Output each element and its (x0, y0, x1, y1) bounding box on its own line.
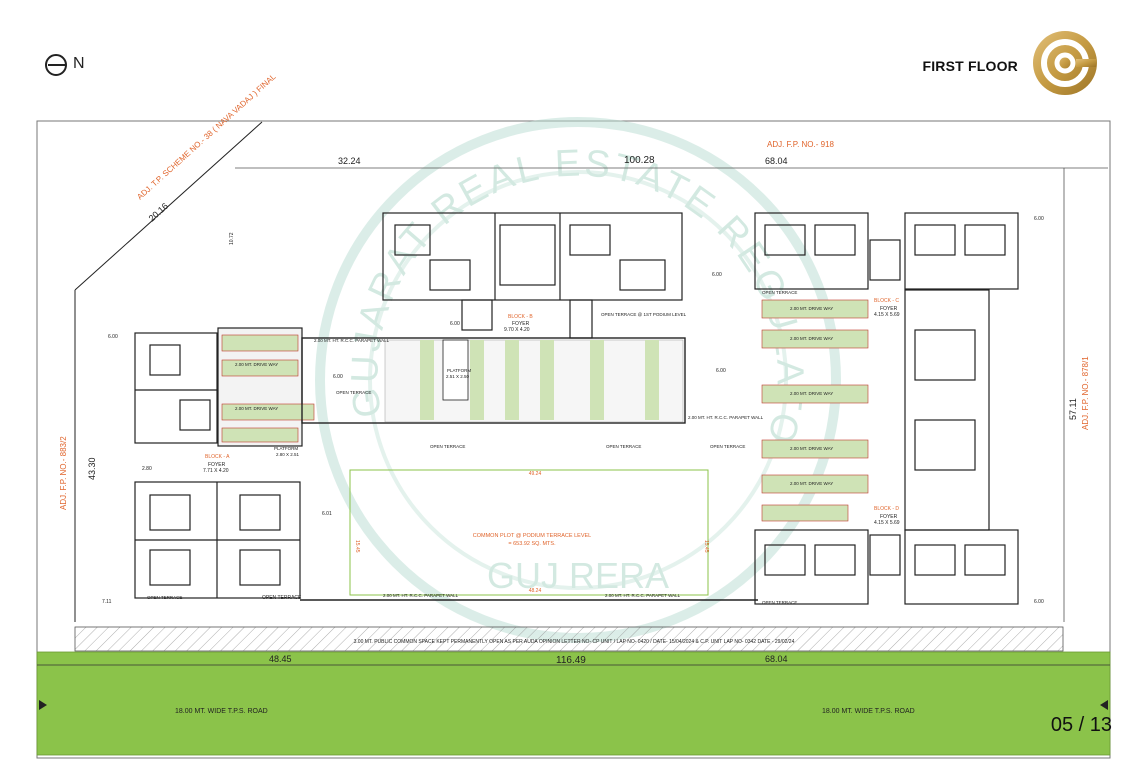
parapet-wall-label: 2.00 MT. HT. R.C.C. PARAPET WALL (383, 593, 459, 598)
block-a-driveway (221, 334, 315, 443)
block-c-label: BLOCK - C (874, 298, 899, 304)
road-arrow-icon (39, 700, 47, 710)
bottom-dim-left: 48.45 (269, 654, 292, 664)
drive-way-label: 2.00 MT. DRIVE WAY (235, 406, 278, 411)
block-c-d (754, 212, 1019, 605)
watermark-bottom-text: GUJ RERA (487, 555, 669, 596)
brand-logo (1033, 31, 1097, 95)
diagonal-dimension: 20.16 (147, 201, 170, 224)
common-space-note: 3.00 MT. PUBLIC COMMON SPACE KEPT PERMAN… (354, 639, 795, 645)
common-plot-area: = 653.92 SQ. MTS. (508, 541, 556, 547)
foyer-b-dim: 9.70 X 4.20 (504, 327, 530, 333)
platform-2-dim: 2.80 X 2.51 (276, 452, 300, 457)
platform-1-dim: 2.51 X 2.50 (446, 374, 470, 379)
foyer-d-dim: 4.15 X 5.69 (874, 520, 900, 526)
road-arrow-icon (1100, 700, 1108, 710)
bottom-dim-total: 116.49 (556, 655, 586, 666)
right-dimension: 57.11 (1068, 398, 1078, 420)
setback-label: 7.11 (102, 599, 112, 605)
parapet-wall-label: 2.00 MT. HT. R.C.C. PARAPET WALL (688, 415, 764, 420)
parapet-wall-label: 2.00 MT. HT. R.C.C. PARAPET WALL (605, 593, 681, 598)
road-label-right: 18.00 MT. WIDE T.P.S. ROAD (822, 708, 915, 715)
open-terrace-label: OPEN TERRACE (710, 444, 745, 449)
open-terrace-label: OPEN TERRACE (336, 390, 371, 395)
open-terrace-label: OPEN TERRACE (147, 595, 182, 600)
common-plot (349, 469, 709, 596)
open-terrace-label: OPEN TERRACE (430, 444, 465, 449)
foyer-a-dim: 7.71 X 4.20 (203, 468, 229, 474)
platform-2-label: PLATFORM (274, 446, 298, 451)
central-driveway (301, 337, 686, 424)
page-title: FIRST FLOOR (922, 58, 1018, 74)
drive-way-label: 2.00 MT. DRIVE WAY (790, 391, 833, 396)
open-terrace-label: OPEN TERRACE (762, 290, 797, 295)
setback-label: 2.80 (142, 466, 152, 472)
setback-label: 6.00 (1034, 216, 1044, 222)
common-space-strip (74, 626, 1064, 652)
north-arrow: N (44, 52, 104, 78)
top-dim-total: 100.28 (624, 155, 655, 166)
inner-dim-label: 48.24 (529, 588, 542, 594)
foyer-b-label: FOYER (512, 321, 530, 327)
setback-label: 6.00 (712, 272, 722, 278)
platform-1-label: PLATFORM (447, 368, 471, 373)
top-adjacent-label: ADJ. F.P. NO.- 918 (767, 140, 835, 149)
foyer-c-label: FOYER (880, 306, 898, 312)
drive-way-label: 2.00 MT. DRIVE WAY (235, 362, 278, 367)
common-dim-label: 15.45 (354, 540, 360, 553)
open-terrace-label: OPEN TERRACE (762, 600, 797, 605)
setback-label: 6.00 (450, 321, 460, 327)
side-dim-label: 10.72 (229, 232, 235, 245)
foyer-d-label: FOYER (880, 514, 898, 520)
rera-watermark: GUJARAT REAL ESTATE REGULATORY AUTHORITY… (0, 0, 841, 643)
block-d-label: BLOCK - D (874, 506, 899, 512)
road (36, 651, 1111, 756)
north-arrow-icon (45, 54, 67, 76)
diagonal-boundary (74, 121, 263, 291)
parapet-wall-label: 2.00 MT. HT. R.C.C. PARAPET WALL (314, 338, 390, 343)
drive-way-label: 2.00 MT. DRIVE WAY (790, 306, 833, 311)
right-fp-label: ADJ. F.P. NO.- 878/1 (1081, 356, 1090, 430)
top-dim-right: 68.04 (765, 156, 788, 166)
open-terrace-podium-label: OPEN TERRACE @ 1ST PODIUM LEVEL (601, 312, 687, 317)
block-b-label: BLOCK - B (508, 314, 533, 320)
left-dimension: 43.30 (87, 457, 97, 480)
inner-dim-label: 49.24 (529, 471, 542, 477)
open-terrace-label: OPEN TERRACE (262, 595, 302, 601)
block-c-d-driveway (761, 299, 869, 522)
drive-way-label: 2.00 MT. DRIVE WAY (790, 446, 833, 451)
setback-label: 6.00 (108, 334, 118, 340)
common-plot-label: COMMON PLOT @ PODIUM TERRACE LEVEL (473, 533, 591, 539)
top-dim-left: 32.24 (338, 156, 361, 166)
road-label-left: 18.00 MT. WIDE T.P.S. ROAD (175, 708, 268, 715)
left-adjacent-label: ADJ. T.P. SCHEME NO.- 38 ( NAVA VADAJ ) … (135, 72, 278, 202)
foyer-c-dim: 4.15 X 5.69 (874, 312, 900, 318)
foyer-a-label: FOYER (208, 462, 226, 468)
drive-way-label: 2.00 MT. DRIVE WAY (790, 336, 833, 341)
setback-label: 6.00 (716, 368, 726, 374)
open-terrace-label: OPEN TERRACE (606, 444, 641, 449)
page-number: 05 / 13 (1050, 714, 1112, 736)
block-b (382, 212, 683, 339)
setback-label: 6.00 (333, 374, 343, 380)
north-letter: N (73, 55, 85, 72)
drive-way-label: 2.00 MT. DRIVE WAY (790, 481, 833, 486)
left-fp-label: ADJ. F.P. NO.- 883/2 (59, 436, 68, 510)
bottom-dim-right: 68.04 (765, 654, 788, 664)
setback-label: 6.00 (1034, 599, 1044, 605)
setback-label: 6.01 (322, 511, 332, 517)
common-dim-label: 15.45 (703, 540, 709, 553)
block-a-label: BLOCK - A (205, 454, 230, 460)
